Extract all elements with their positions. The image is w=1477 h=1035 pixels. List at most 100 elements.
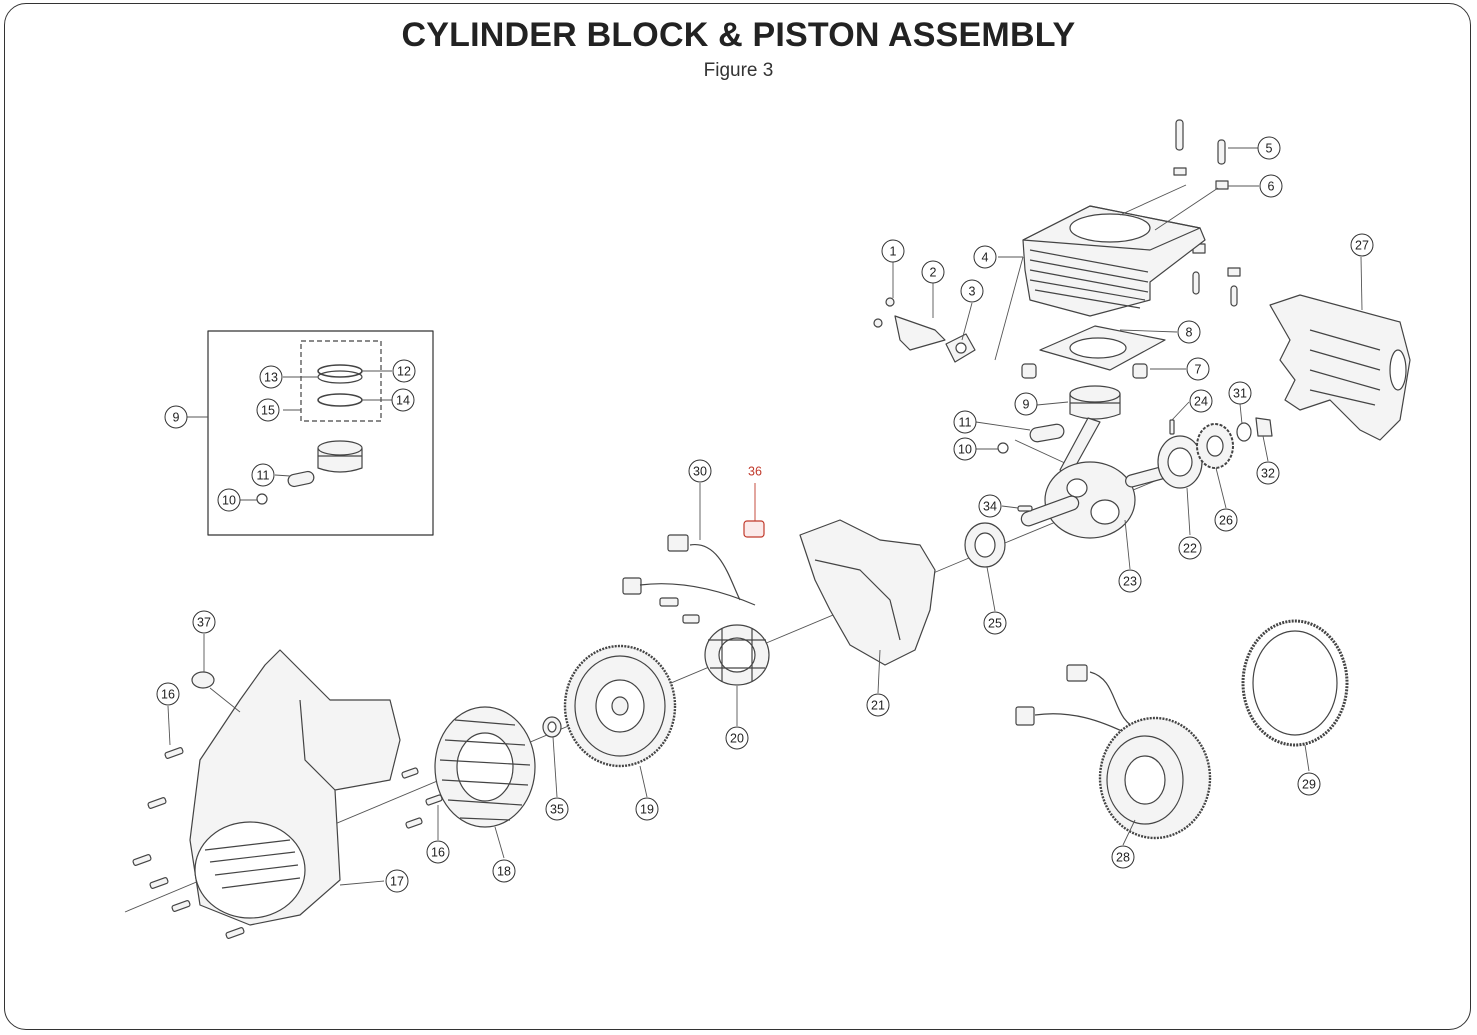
callout-label: 20 <box>730 732 744 746</box>
callout-26: 26 <box>1214 508 1238 532</box>
callout-label: 4 <box>982 251 989 265</box>
callout-label: 24 <box>1194 395 1208 409</box>
callout-20: 20 <box>725 726 749 750</box>
callout-label: 30 <box>693 465 707 479</box>
callout-label: 11 <box>959 416 972 430</box>
callout-5: 5 <box>1257 136 1281 160</box>
circlip-small <box>256 493 268 505</box>
callout-circle <box>1177 320 1201 344</box>
diagram-title: CYLINDER BLOCK & PISTON ASSEMBLY <box>401 16 1076 54</box>
callout-12: 12 <box>392 359 416 383</box>
callout-2: 2 <box>921 260 945 284</box>
callout-circle <box>545 797 569 821</box>
callout-label: 32 <box>1261 467 1275 481</box>
callout-22: 22 <box>1178 536 1202 560</box>
callout-label: 2 <box>930 266 937 280</box>
callout-label: 37 <box>197 616 211 630</box>
callout-label: 15 <box>261 404 275 418</box>
callout-label: 10 <box>958 443 972 457</box>
callout-circle <box>1228 381 1252 405</box>
callout-circle <box>973 245 997 269</box>
callout-circle <box>426 840 450 864</box>
leader-lines <box>167 147 1363 886</box>
callout-label: 10 <box>222 494 236 508</box>
callout-label: 3 <box>969 285 976 299</box>
callout-circle <box>192 610 216 634</box>
flywheel-nut <box>542 716 562 738</box>
callout-circle <box>1257 136 1281 160</box>
callout-36: 36 <box>744 460 766 482</box>
callout-circle <box>881 239 905 263</box>
callout-29: 29 <box>1297 772 1321 796</box>
callout-16: 16 <box>426 840 450 864</box>
callout-3: 3 <box>960 279 984 303</box>
callout-circle <box>725 726 749 750</box>
callout-label: 25 <box>988 617 1002 631</box>
callout-label: 9 <box>1023 398 1030 412</box>
callout-label: 17 <box>390 875 404 889</box>
callout-18: 18 <box>492 859 516 883</box>
callout-label: 18 <box>497 865 511 879</box>
callout-label: 27 <box>1355 239 1369 253</box>
callout-circle <box>953 437 977 461</box>
callout-circle <box>744 460 766 482</box>
callout-circle <box>217 488 241 512</box>
callout-label: 35 <box>550 803 564 817</box>
callout-circle <box>960 279 984 303</box>
diagram-subtitle: Figure 3 <box>703 60 774 81</box>
piston <box>1069 385 1121 420</box>
callout-circle <box>391 388 415 412</box>
callout-label: 31 <box>1233 387 1247 401</box>
callout-circle <box>1214 508 1238 532</box>
piston-ring-top <box>317 364 363 384</box>
callout-label: 29 <box>1302 778 1316 792</box>
callout-label: 5 <box>1266 142 1273 156</box>
flywheel <box>563 644 677 768</box>
callout-1: 1 <box>881 239 905 263</box>
callout-25: 25 <box>983 611 1007 635</box>
piston-small <box>317 440 363 473</box>
callout-circle <box>1297 772 1321 796</box>
callout-7: 7 <box>1186 357 1210 381</box>
callout-label: 9 <box>173 411 180 425</box>
spacer-sleeve <box>743 520 765 538</box>
callout-label: 19 <box>640 803 654 817</box>
callout-label: 12 <box>397 365 411 379</box>
main-bearing-right <box>1157 435 1203 489</box>
callout-circle <box>1014 392 1038 416</box>
callout-label: 23 <box>1123 575 1137 589</box>
main-bearing-left <box>964 522 1006 568</box>
callout-circle <box>635 797 659 821</box>
piston-pin <box>1029 423 1065 443</box>
callout-circle <box>256 398 280 422</box>
callout-label: 28 <box>1116 851 1130 865</box>
piston-pin-small <box>287 470 315 488</box>
callout-circle <box>866 693 890 717</box>
callout-19: 19 <box>635 797 659 821</box>
callout-9: 9 <box>164 405 188 429</box>
callout-circle <box>492 859 516 883</box>
ignition-wiring <box>622 534 756 624</box>
circlip <box>997 442 1009 454</box>
callout-10: 10 <box>217 488 241 512</box>
callout-label: 14 <box>396 394 410 408</box>
callout-11: 11 <box>953 410 977 434</box>
callout-16: 16 <box>156 682 180 706</box>
callout-14: 14 <box>391 388 415 412</box>
callout-13: 13 <box>259 365 283 389</box>
callout-label: 13 <box>264 371 278 385</box>
callout-34: 34 <box>978 494 1002 518</box>
callout-circle <box>953 410 977 434</box>
cylinder-gasket <box>1039 325 1166 371</box>
callout-24: 24 <box>1189 389 1213 413</box>
callout-15: 15 <box>256 398 280 422</box>
callout-10: 10 <box>953 437 977 461</box>
callout-circle <box>1350 233 1374 257</box>
callout-30: 30 <box>688 459 712 483</box>
callout-circle <box>1118 569 1142 593</box>
fan-shroud <box>799 519 936 666</box>
woodruff-key <box>1017 505 1033 512</box>
callout-8: 8 <box>1177 320 1201 344</box>
callout-circle <box>156 682 180 706</box>
